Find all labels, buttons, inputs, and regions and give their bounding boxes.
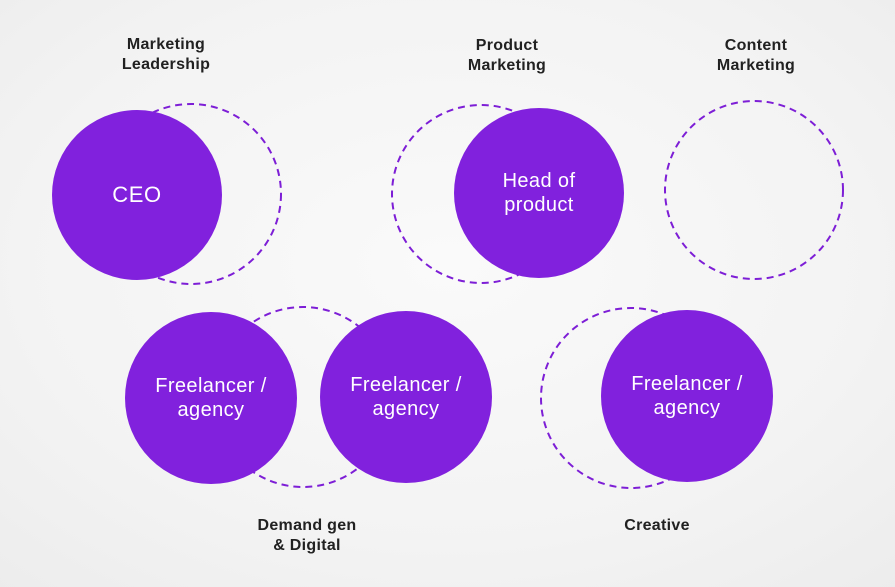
role-circle-ceo: CEO [52, 110, 222, 280]
role-label-freelancer-agency: Freelancer / agency [631, 373, 743, 419]
role-label-ceo: CEO [112, 182, 162, 207]
group-label-product-marketing: Product Marketing [467, 37, 547, 74]
group-label-marketing-leadership: Marketing Leadership [121, 36, 211, 73]
role-label-freelancer-agency: Freelancer / agency [350, 374, 462, 420]
group-label-demand-gen-digital: Demand gen & Digital [257, 517, 357, 554]
role-circle-head-of-product: Head of product [454, 108, 624, 278]
role-label-freelancer-agency: Freelancer / agency [155, 375, 267, 421]
role-label-head-of-product: Head of product [502, 170, 576, 216]
group-label-creative: Creative [624, 517, 690, 534]
group-label-content-marketing: Content Marketing [716, 37, 796, 74]
vacant-role-circle [664, 100, 844, 280]
role-circle-freelancer-agency-2: Freelancer / agency [320, 311, 492, 483]
role-circle-freelancer-agency-1: Freelancer / agency [125, 312, 297, 484]
role-circle-freelancer-agency-3: Freelancer / agency [601, 310, 773, 482]
